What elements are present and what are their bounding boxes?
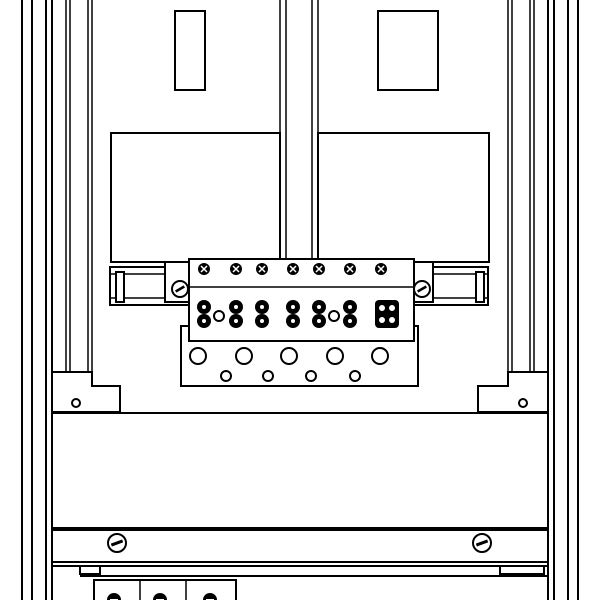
busbar-hole-large xyxy=(326,347,344,365)
terminal-top-row xyxy=(198,263,387,275)
din-rail-screw-icon[interactable] xyxy=(413,280,431,298)
terminal-screw-icon[interactable] xyxy=(230,263,242,275)
bottom-clip-right xyxy=(499,565,545,575)
mounting-plate-right xyxy=(317,132,490,263)
label-window-right xyxy=(377,10,439,91)
terminal-screw-icon[interactable] xyxy=(287,263,299,275)
mounting-plate-left xyxy=(110,132,281,263)
din-rail-end-clip-right xyxy=(475,271,485,303)
terminal-block-small-hole xyxy=(328,310,340,322)
enclosure-frame xyxy=(21,0,579,600)
terminal-double-clamp-icon[interactable] xyxy=(255,300,269,328)
din-rail-end-clip-left xyxy=(115,271,125,303)
terminal-screw-icon[interactable] xyxy=(198,263,210,275)
terminal-double-clamp-icon[interactable] xyxy=(197,300,211,328)
terminal-double-clamp-icon[interactable] xyxy=(229,300,243,328)
label-window-left xyxy=(174,10,206,91)
mounting-foot-right xyxy=(477,371,549,413)
mounting-foot-hole-right xyxy=(518,398,528,408)
busbar-hole-large xyxy=(189,347,207,365)
busbar-hole-small xyxy=(220,370,232,382)
cover-screw-icon[interactable] xyxy=(472,533,492,553)
mounting-foot-left xyxy=(51,371,121,413)
lower-cover-panel xyxy=(51,412,549,529)
terminal-bottom-row xyxy=(197,300,399,328)
din-rail-screw-icon[interactable] xyxy=(171,280,189,298)
terminal-screw-icon[interactable] xyxy=(375,263,387,275)
bottom-terminal-housing xyxy=(93,579,237,600)
busbar-hole-small xyxy=(305,370,317,382)
cover-screw-icon[interactable] xyxy=(107,533,127,553)
terminal-block-small-hole xyxy=(213,310,225,322)
busbar-hole-large xyxy=(371,347,389,365)
bottom-clip-left xyxy=(79,565,101,575)
bottom-terminal-row xyxy=(93,579,237,600)
busbar-hole-large xyxy=(235,347,253,365)
busbar-hole-small xyxy=(349,370,361,382)
bottom-terminal-screw-icon[interactable] xyxy=(107,593,121,600)
mounting-foot-hole-left xyxy=(71,398,81,408)
terminal-double-clamp-icon[interactable] xyxy=(312,300,326,328)
terminal-double-clamp-icon[interactable] xyxy=(343,300,357,328)
terminal-screw-icon[interactable] xyxy=(256,263,268,275)
terminal-quad-clamp-icon[interactable] xyxy=(375,300,399,328)
busbar-hole-small xyxy=(262,370,274,382)
terminal-block xyxy=(164,258,434,342)
bottom-terminal-screw-icon[interactable] xyxy=(203,593,217,600)
terminal-double-clamp-icon[interactable] xyxy=(286,300,300,328)
busbar-small-holes xyxy=(220,370,361,382)
bottom-terminal-screw-icon[interactable] xyxy=(153,593,167,600)
terminal-screw-icon[interactable] xyxy=(344,263,356,275)
terminal-screw-icon[interactable] xyxy=(313,263,325,275)
busbar-large-holes xyxy=(189,347,389,365)
cover-screw-strip xyxy=(51,529,549,563)
busbar-hole-large xyxy=(280,347,298,365)
